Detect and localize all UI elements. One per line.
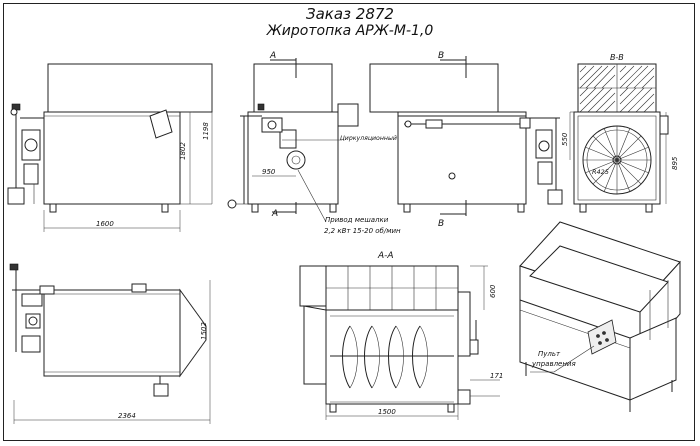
dim-front-width: 1600 bbox=[96, 220, 114, 228]
dim-front-height: 1802 bbox=[179, 142, 187, 160]
dim-section-171: 171 bbox=[490, 372, 503, 380]
section-a-top: A bbox=[269, 51, 276, 61]
side-view-a: A A 950 Циркуляционный насос теплоносите… bbox=[227, 51, 469, 235]
callout-mixer-power: 2,2 кВт 15-20 об/мин bbox=[324, 227, 401, 235]
section-bb-title: B-B bbox=[610, 53, 624, 62]
callout-control-panel-2: управления bbox=[531, 360, 576, 368]
product-title: Жиротопка АРЖ-М-1,0 bbox=[266, 23, 434, 39]
rear-view-b: B B bbox=[369, 51, 563, 229]
section-aa-view: A-A 600 171 1500 bbox=[299, 251, 503, 420]
dim-top-width: 1502 bbox=[200, 322, 208, 340]
section-aa-title: A-A bbox=[377, 251, 394, 261]
dim-section-width: 1500 bbox=[378, 408, 396, 416]
section-b-bottom: B bbox=[438, 219, 444, 229]
section-a-bottom: A bbox=[271, 209, 278, 219]
dim-front-total-height: 1198 bbox=[202, 122, 210, 140]
dim-section-height: 600 bbox=[489, 284, 497, 298]
dim-side-950: 950 bbox=[262, 168, 276, 176]
dim-top-length: 2364 bbox=[118, 412, 136, 420]
section-b-top: B bbox=[438, 51, 444, 61]
callout-control-panel: Пульт bbox=[538, 350, 561, 358]
dim-end-895: 895 bbox=[671, 156, 679, 170]
front-view: 1802 1198 1600 bbox=[7, 63, 213, 232]
top-view: 1502 2364 bbox=[9, 263, 211, 424]
dim-end-550: 550 bbox=[561, 132, 569, 146]
isometric-view: Пульт управления bbox=[519, 221, 681, 412]
sheet-frame bbox=[3, 3, 695, 441]
section-bb-view: B-B R425 550 895 bbox=[561, 53, 679, 213]
order-title: Заказ 2872 bbox=[306, 5, 394, 23]
dim-radius: R425 bbox=[592, 168, 609, 176]
callout-mixer-drive: Привод мешалки bbox=[325, 216, 389, 224]
